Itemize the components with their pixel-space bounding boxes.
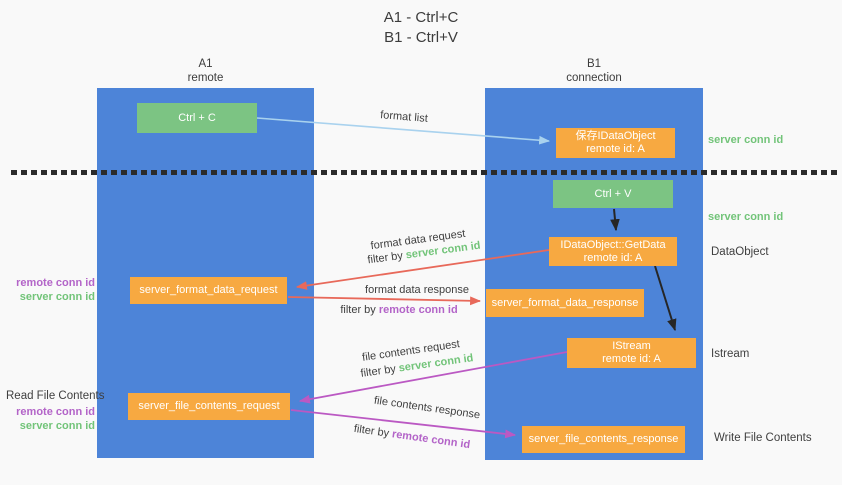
remote-conn-id-text: remote conn id xyxy=(391,428,471,452)
column-b1-subtitle: connection xyxy=(566,72,622,84)
title-line-a1: A1 - Ctrl+C xyxy=(383,9,459,26)
column-a1-name: A1 xyxy=(198,58,213,70)
box-istream: IStream remote id: A xyxy=(567,338,696,368)
separator-dashed-line xyxy=(11,170,838,175)
column-header-b1: B1 connection xyxy=(485,57,703,85)
arrow-label-format-list: format list xyxy=(379,109,429,125)
box-server-format-data-request-label: server_format_data_request xyxy=(139,284,278,296)
box-idataobject-getdata: IDataObject::GetData remote id: A xyxy=(549,237,677,266)
filter-by-text: filter by xyxy=(359,362,400,380)
box-server-format-data-response-label: server_format_data_response xyxy=(491,296,639,309)
filter-by-text: filter by xyxy=(353,422,393,441)
box-idataobject-getdata-line1: IDataObject::GetData xyxy=(560,238,666,251)
column-header-a1: A1 remote xyxy=(97,57,314,85)
column-a1-subtitle: remote xyxy=(187,72,224,84)
box-server-file-contents-request-label: server_file_contents_request xyxy=(138,400,280,412)
label-server-conn-id-top-left: server conn id xyxy=(19,291,95,303)
label-read-file-contents: Read File Contents xyxy=(6,390,105,402)
remote-conn-id-text: remote conn id xyxy=(378,304,458,316)
box-server-format-data-response: server_format_data_response xyxy=(486,289,644,317)
label-write-file-contents: Write File Contents xyxy=(714,432,812,444)
label-server-conn-id-top-right: server conn id xyxy=(708,134,784,146)
label-remote-conn-id-bottom-left: remote conn id xyxy=(16,406,95,418)
box-save-idataobject: 保存IDataObject remote id: A xyxy=(556,128,675,158)
arrow-label-format-data-response: format data response xyxy=(365,284,469,296)
arrow-label-filter-by-remote-conn-id-1: filter by remote conn id xyxy=(340,304,457,316)
label-dataobject: DataObject xyxy=(711,246,769,258)
box-ctrl-v-label: Ctrl + V xyxy=(594,187,632,200)
box-server-file-contents-response: server_file_contents_response xyxy=(522,426,685,453)
label-remote-conn-id-top-left: remote conn id xyxy=(16,277,95,289)
label-group-conn-ids-top-left: remote conn id server conn id xyxy=(0,276,95,304)
arrow-format-data-response xyxy=(287,296,482,306)
box-ctrl-c: Ctrl + C xyxy=(137,103,257,133)
label-server-conn-id-bottom-left: server conn id xyxy=(19,420,95,432)
box-istream-line1: IStream xyxy=(612,340,651,352)
arrow-label-file-contents-response: file contents response xyxy=(373,394,481,422)
label-istream: Istream xyxy=(711,348,750,360)
label-group-conn-ids-bottom-left: remote conn id server conn id xyxy=(0,405,95,433)
box-server-format-data-request: server_format_data_request xyxy=(130,277,287,304)
box-save-idataobject-line2: remote id: A xyxy=(586,143,645,155)
diagram-title: A1 - Ctrl+C B1 - Ctrl+V xyxy=(0,8,842,48)
label-server-conn-id-mid-right: server conn id xyxy=(708,211,784,223)
arrow-label-filter-by-remote-conn-id-2: filter by remote conn id xyxy=(353,423,471,451)
box-save-idataobject-line1: 保存IDataObject xyxy=(575,130,656,142)
column-b1-name: B1 xyxy=(586,58,602,70)
box-server-file-contents-response-label: server_file_contents_response xyxy=(528,433,679,445)
box-istream-line2: remote id: A xyxy=(602,353,661,365)
box-server-file-contents-request: server_file_contents_request xyxy=(128,393,290,420)
box-ctrl-c-label: Ctrl + C xyxy=(178,111,216,124)
box-idataobject-getdata-line2: remote id: A xyxy=(583,251,643,264)
box-ctrl-v: Ctrl + V xyxy=(553,180,673,208)
title-line-b1: B1 - Ctrl+V xyxy=(384,29,458,46)
filter-by-text: filter by xyxy=(340,304,379,316)
